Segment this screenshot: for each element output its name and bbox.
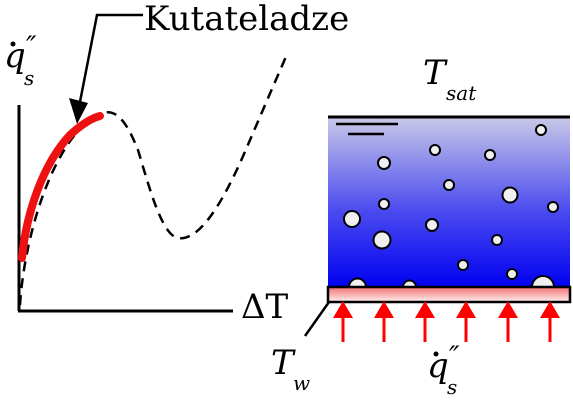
heater-plate bbox=[326, 285, 572, 304]
kutateladze-label: Kutateladze bbox=[144, 0, 349, 39]
vapor-bubble-icon bbox=[457, 259, 469, 271]
vapor-bubble-icon bbox=[547, 201, 559, 213]
pool-boiling-schematic: T sat T w q ″ s bbox=[271, 53, 572, 399]
up-arrow-icon bbox=[498, 301, 518, 342]
svg-text:T: T bbox=[423, 53, 448, 93]
svg-text:w: w bbox=[293, 371, 310, 395]
delta-t-label: ΔT bbox=[241, 287, 289, 327]
svg-text:sat: sat bbox=[446, 81, 477, 105]
heat-flux-arrows bbox=[333, 301, 560, 342]
vapor-bubble-icon bbox=[484, 149, 496, 161]
vapor-bubble-icon bbox=[501, 186, 519, 204]
vapor-bubble-icon bbox=[343, 210, 361, 228]
svg-text:″: ″ bbox=[26, 30, 37, 63]
vapor-bubble-icon bbox=[491, 234, 503, 246]
up-arrow-icon bbox=[333, 301, 353, 342]
svg-text:″: ″ bbox=[449, 340, 460, 373]
up-arrow-icon bbox=[415, 301, 435, 342]
heat-flux-axis-label: q ″ s bbox=[4, 30, 37, 90]
vapor-bubble-icon bbox=[425, 218, 439, 232]
svg-text:s: s bbox=[447, 375, 457, 399]
vapor-bubble-icon bbox=[443, 179, 455, 191]
vapor-bubble-icon bbox=[429, 144, 441, 156]
heat-flux-bottom-label: q ″ s bbox=[427, 340, 460, 399]
vapor-bubble-icon bbox=[377, 156, 391, 170]
kutateladze-pointer bbox=[76, 13, 143, 113]
svg-text:s: s bbox=[24, 66, 34, 90]
vapor-bubble-icon bbox=[372, 230, 392, 250]
vapor-bubble-icon bbox=[378, 198, 390, 210]
vapor-bubble-icon bbox=[535, 124, 547, 136]
kutateladze-red-curve bbox=[18, 112, 104, 262]
vapor-bubble-icon bbox=[530, 275, 556, 288]
up-arrow-icon bbox=[456, 301, 476, 342]
t-wall-label: T w bbox=[271, 343, 310, 395]
dot-accent-icon bbox=[433, 351, 439, 357]
liquid-pool bbox=[328, 117, 570, 288]
boiling-curve-dashed bbox=[18, 51, 290, 306]
up-arrow-icon bbox=[374, 301, 394, 342]
boiling-curve-plot: Kutateladze q ″ s ΔT bbox=[4, 0, 349, 327]
vapor-bubble-icon bbox=[347, 277, 368, 288]
dot-accent-icon bbox=[10, 41, 16, 47]
svg-text:T: T bbox=[271, 343, 296, 383]
t-sat-label: T sat bbox=[423, 53, 477, 105]
up-arrow-icon bbox=[540, 301, 560, 342]
vapor-bubble-icon bbox=[506, 268, 518, 280]
pointer-arrowhead-icon bbox=[69, 98, 88, 124]
svg-text:q: q bbox=[427, 346, 449, 386]
svg-text:q: q bbox=[4, 36, 26, 76]
vapor-bubbles bbox=[343, 124, 559, 288]
t-wall-leader bbox=[303, 301, 331, 337]
